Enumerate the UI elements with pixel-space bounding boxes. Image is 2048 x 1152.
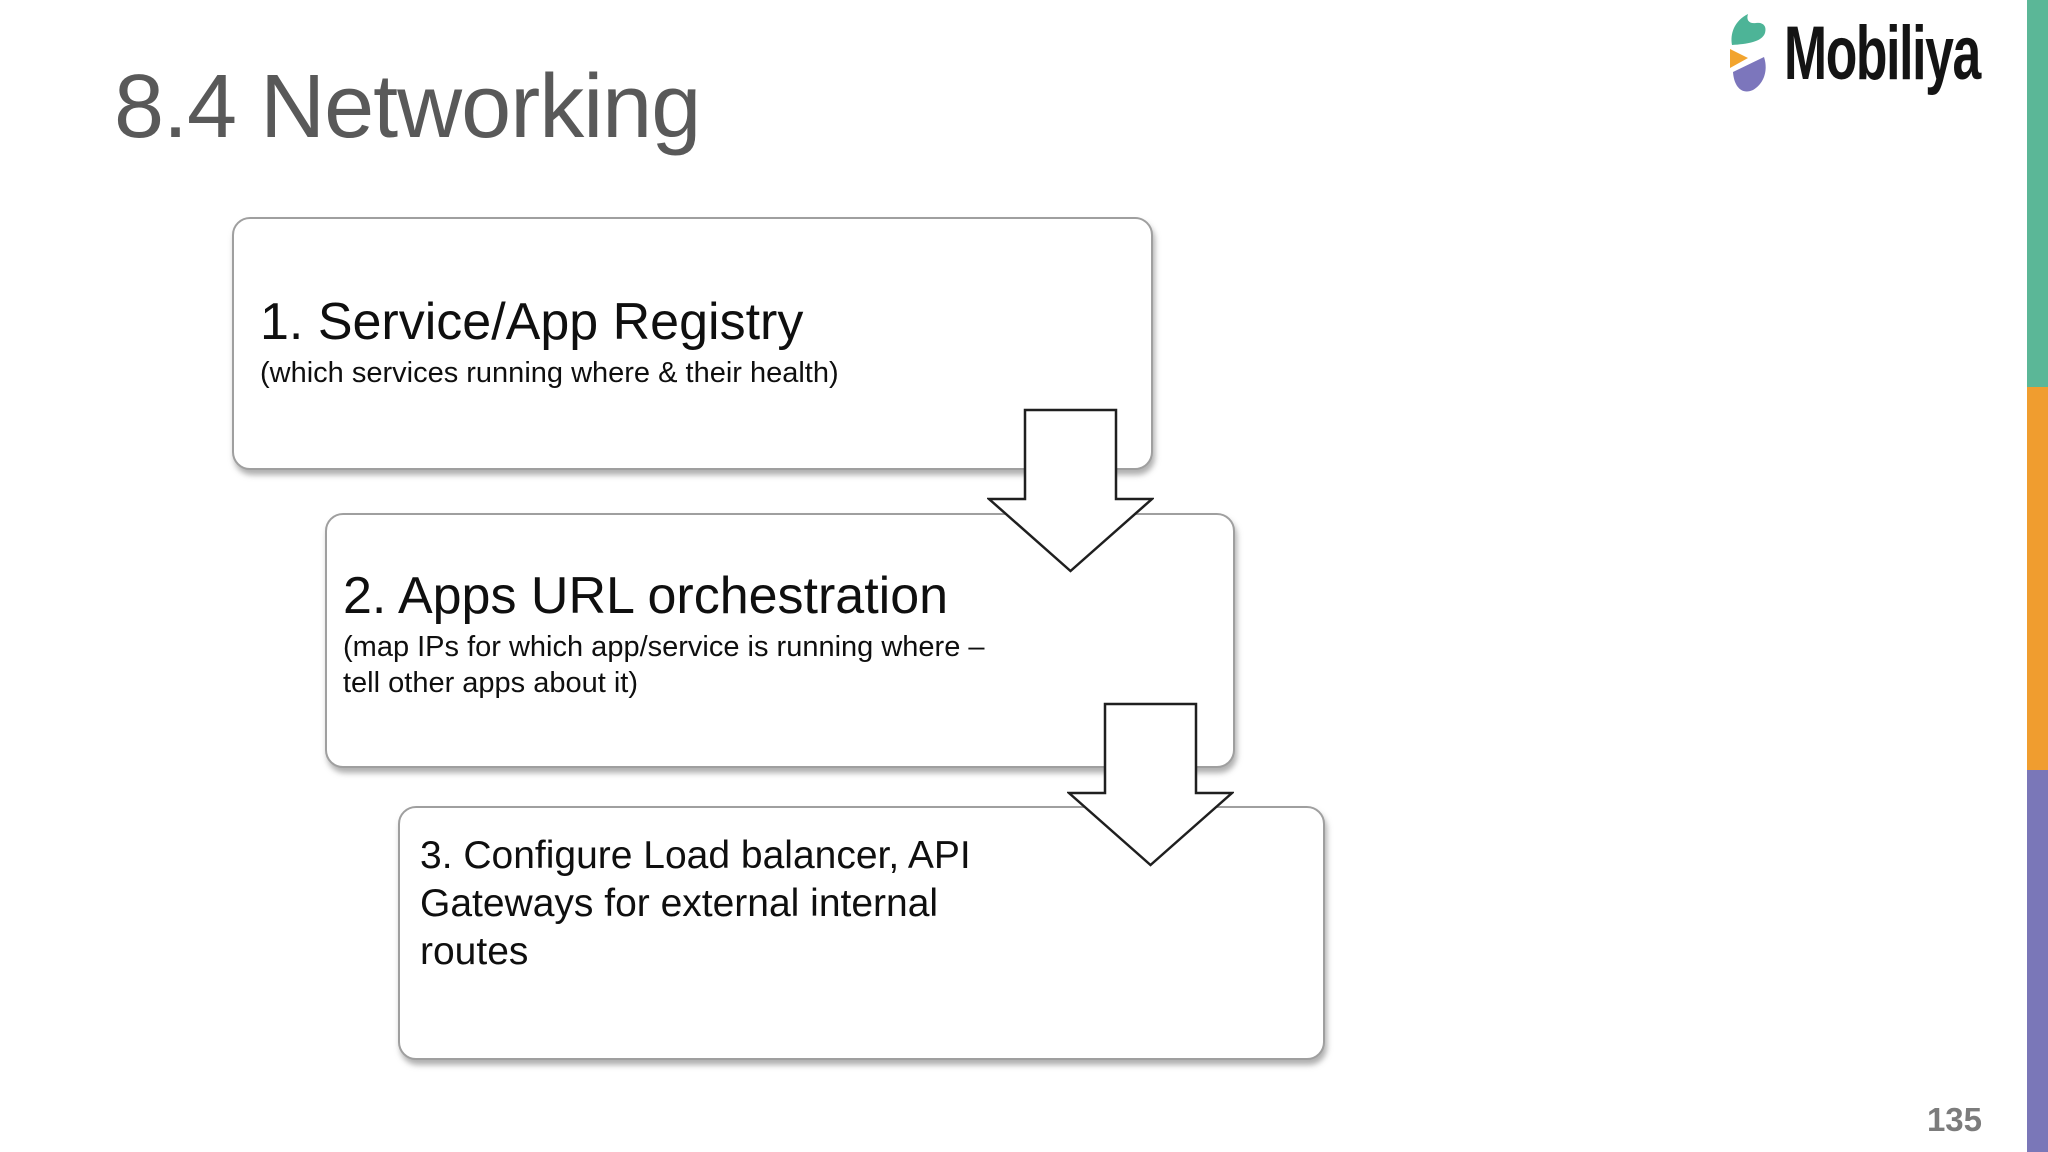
edge-bar-segment-purple <box>2027 770 2048 1152</box>
step-2-caption: (map IPs for which app/service is runnin… <box>343 631 985 699</box>
edge-bar <box>2027 0 2048 1152</box>
down-arrow-icon-2 <box>1067 702 1234 867</box>
step-box-1: 1. Service/App Registry (which services … <box>232 217 1153 470</box>
edge-bar-segment-orange <box>2027 387 2048 770</box>
edge-bar-segment-teal <box>2027 0 2048 387</box>
step-3-body: 3. Configure Load balancer, API Gateways… <box>420 834 971 973</box>
step-1-caption: (which services running where & their he… <box>260 357 839 390</box>
page-title: 8.4 Networking <box>114 57 701 157</box>
logo-text: Mobiliya <box>1784 11 1981 96</box>
mobiliya-logo: Mobiliya <box>1727 10 2027 96</box>
step-box-3: 3. Configure Load balancer, API Gateways… <box>398 806 1325 1060</box>
logo-mark-icon <box>1730 14 1766 92</box>
step-1-title: 1. Service/App Registry <box>260 293 804 351</box>
step-2-title: 2. Apps URL orchestration <box>343 567 949 625</box>
page-number: 135 <box>1926 1101 1982 1138</box>
down-arrow-icon-1 <box>987 408 1154 573</box>
